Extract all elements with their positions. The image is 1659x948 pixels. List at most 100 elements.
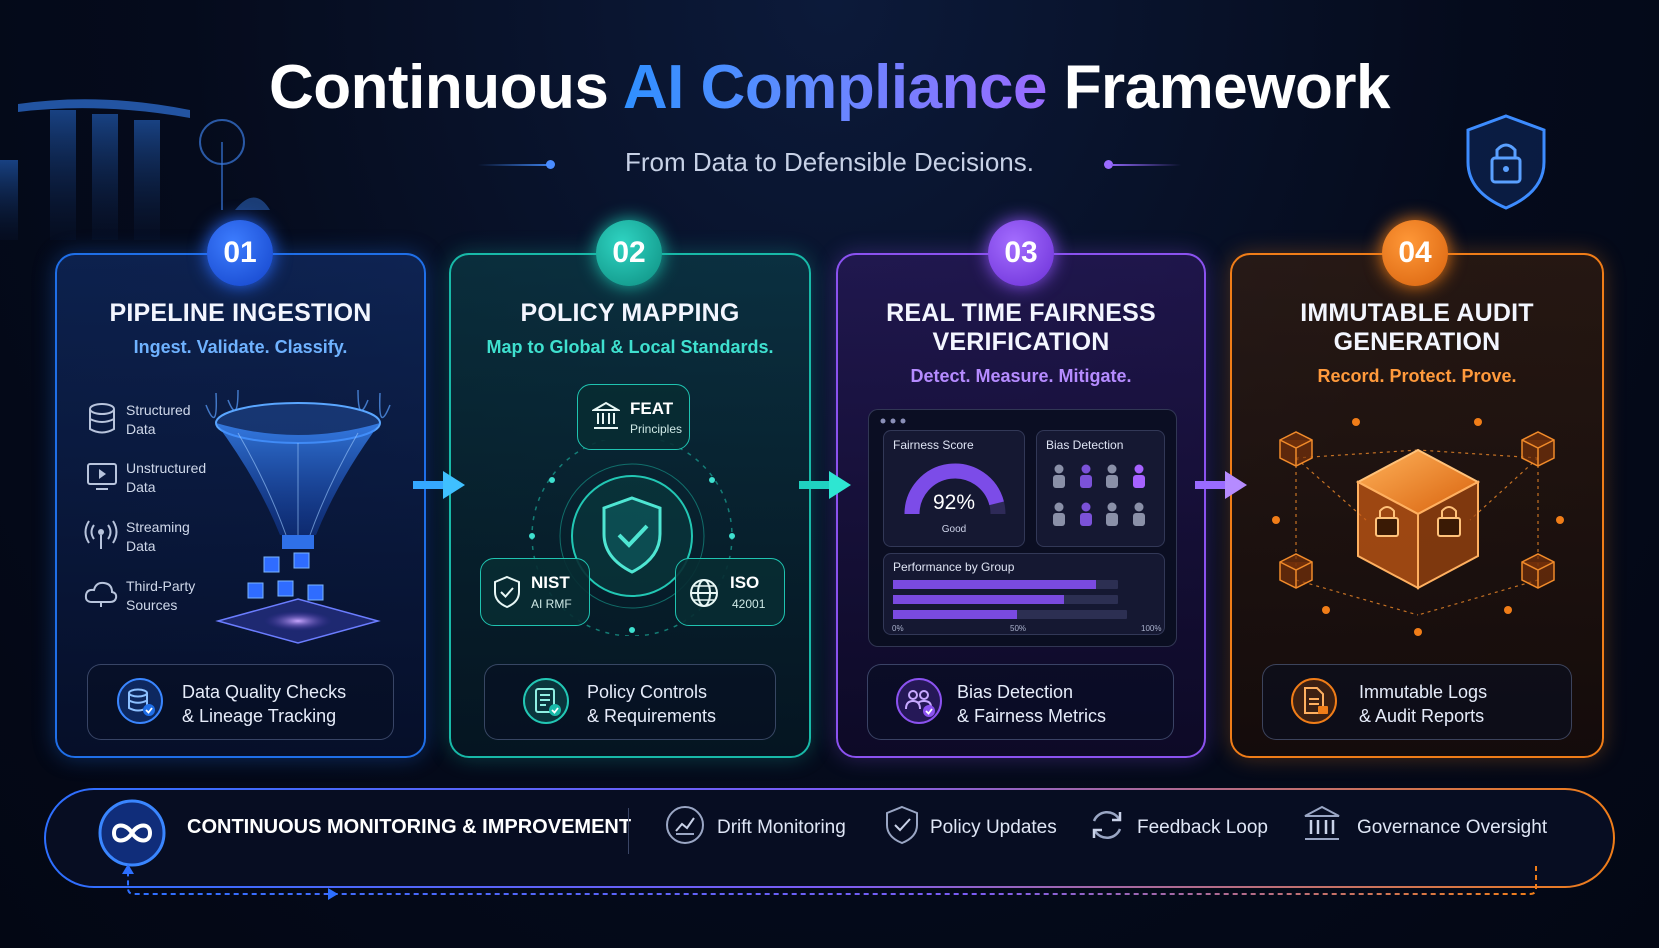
step-2-summary: Policy Controls & Requirements <box>587 680 716 728</box>
step-4-summary: Immutable Logs & Audit Reports <box>1359 680 1487 728</box>
step-2-title: POLICY MAPPING <box>520 299 740 327</box>
subtitle-line-right <box>1111 164 1181 166</box>
title-part-2: AI Compliance <box>622 53 1048 122</box>
performance-panel: Performance by Group 0% 50% 100% <box>883 553 1165 635</box>
performance-bar-1 <box>893 580 1118 589</box>
page-subtitle: From Data to Defensible Decisions. <box>625 147 1034 177</box>
video-icon <box>87 463 117 490</box>
step-1-summary-line2: & Lineage Tracking <box>182 706 337 726</box>
source-structured: Structured Data <box>126 401 191 439</box>
shield-check-icon <box>494 575 520 609</box>
feedback-loop-arrow <box>122 864 1537 900</box>
source-unstructured-line2: Data <box>126 479 156 495</box>
step-4-title-line1: IMMUTABLE AUDIT <box>1300 299 1534 327</box>
audit-document-icon <box>1291 678 1337 724</box>
subtitle-dot-left <box>546 160 555 169</box>
axis-label-0: 0% <box>892 624 904 633</box>
step-1-tagline: Ingest. Validate. Classify. <box>133 337 348 357</box>
lock-shield-icon <box>1466 114 1546 210</box>
badge-feat: FEAT Principles <box>577 384 690 450</box>
step-2-number: 02 <box>596 220 662 286</box>
badge-nist: NIST AI RMF <box>480 558 590 626</box>
blockchain-cube-illustration <box>1272 418 1564 636</box>
badge-iso-title: ISO <box>730 573 760 592</box>
chart-icon <box>666 806 704 844</box>
arrow-right-icon <box>1195 471 1247 499</box>
step-1-summary-box <box>87 664 394 740</box>
badge-nist-subtitle: AI RMF <box>531 597 572 611</box>
source-streaming-line2: Data <box>126 538 156 554</box>
performance-bar-2 <box>893 595 1118 604</box>
step-3-title-line1: REAL TIME FAIRNESS <box>886 299 1156 327</box>
step-3-number: 03 <box>988 220 1054 286</box>
band-divider <box>628 808 629 854</box>
arrow-right-icon <box>799 471 851 499</box>
band-title: CONTINUOUS MONITORING & IMPROVEMENT <box>187 816 632 838</box>
fairness-score-label: Good <box>941 524 967 535</box>
database-check-icon <box>117 678 163 724</box>
source-third-party-line2: Sources <box>126 597 178 613</box>
step-4-summary-line1: Immutable Logs <box>1359 682 1488 702</box>
band-item-drift-monitoring: Drift Monitoring <box>717 817 846 838</box>
checklist-icon <box>523 678 569 724</box>
title-part-1: Continuous <box>269 53 609 122</box>
axis-label-100: 100% <box>1141 624 1162 633</box>
badge-nist-title: NIST <box>531 573 570 592</box>
source-unstructured: Unstructured Data <box>126 459 206 497</box>
step-3-tagline: Detect. Measure. Mitigate. <box>910 366 1132 386</box>
fairness-score-title: Fairness Score <box>893 438 974 452</box>
band-item-feedback-loop: Feedback Loop <box>1137 817 1268 838</box>
step-2-summary-line2: & Requirements <box>587 706 717 726</box>
bank-icon <box>1304 805 1340 840</box>
fairness-gauge <box>904 463 1006 515</box>
skyline-illustration <box>0 99 270 240</box>
step-2-summary-box <box>484 664 776 740</box>
step-4-title-line2: GENERATION <box>1333 328 1501 356</box>
badge-feat-title: FEAT <box>630 399 674 418</box>
bias-detection-panel: Bias Detection <box>1036 430 1165 547</box>
subtitle-line-left <box>478 164 548 166</box>
step-4-title: IMMUTABLE AUDIT GENERATION <box>1232 299 1602 357</box>
source-streaming: Streaming Data <box>126 518 190 556</box>
shield-check-icon <box>886 805 918 845</box>
policy-hub-illustration <box>529 440 735 636</box>
performance-bar-3-fill <box>893 610 1018 619</box>
step-1-title: PIPELINE INGESTION <box>109 299 372 327</box>
performance-title: Performance by Group <box>893 560 1015 574</box>
performance-bar-2-fill <box>893 595 1064 604</box>
performance-bar-1-fill <box>893 580 1096 589</box>
title-part-3: Framework <box>1063 53 1391 122</box>
step-1-summary-line1: Data Quality Checks <box>182 682 347 702</box>
band-item-policy-updates: Policy Updates <box>930 817 1057 838</box>
badge-iso: ISO 42001 <box>675 558 785 626</box>
step-3-summary-line2: & Fairness Metrics <box>957 706 1107 726</box>
bias-detection-title: Bias Detection <box>1046 438 1124 452</box>
globe-icon <box>690 579 718 607</box>
source-streaming-line1: Streaming <box>126 519 190 535</box>
source-third-party: Third-Party Sources <box>126 577 195 615</box>
fairness-score-value: 92% <box>932 491 976 514</box>
fairness-dashboard: Fairness Score 92% Good Bias Detection <box>868 409 1177 647</box>
people-analysis-icon <box>896 678 942 724</box>
step-1-number: 01 <box>207 220 273 286</box>
step-4-tagline: Record. Protect. Prove. <box>1317 366 1517 386</box>
step-3-summary: Bias Detection & Fairness Metrics <box>957 680 1106 728</box>
fairness-score-panel: Fairness Score 92% Good <box>883 430 1025 547</box>
source-structured-line1: Structured <box>126 402 191 418</box>
arrow-right-icon <box>413 471 465 499</box>
subtitle-dot-right <box>1104 160 1113 169</box>
source-unstructured-line1: Unstructured <box>126 460 207 476</box>
funnel-illustration <box>205 389 391 644</box>
step-4-summary-line2: & Audit Reports <box>1359 706 1485 726</box>
continuous-monitoring-band <box>44 788 1615 888</box>
source-third-party-line1: Third-Party <box>126 578 196 594</box>
bank-icon <box>592 401 620 429</box>
performance-bar-3 <box>893 610 1127 619</box>
source-structured-line2: Data <box>126 421 156 437</box>
people-grid-icon <box>1053 464 1145 526</box>
step-4-summary-box <box>1262 664 1572 740</box>
step-2-tagline: Map to Global & Local Standards. <box>486 337 774 357</box>
badge-feat-subtitle: Principles <box>630 422 683 436</box>
axis-label-50: 50% <box>1010 624 1027 633</box>
broadcast-icon <box>84 520 118 549</box>
